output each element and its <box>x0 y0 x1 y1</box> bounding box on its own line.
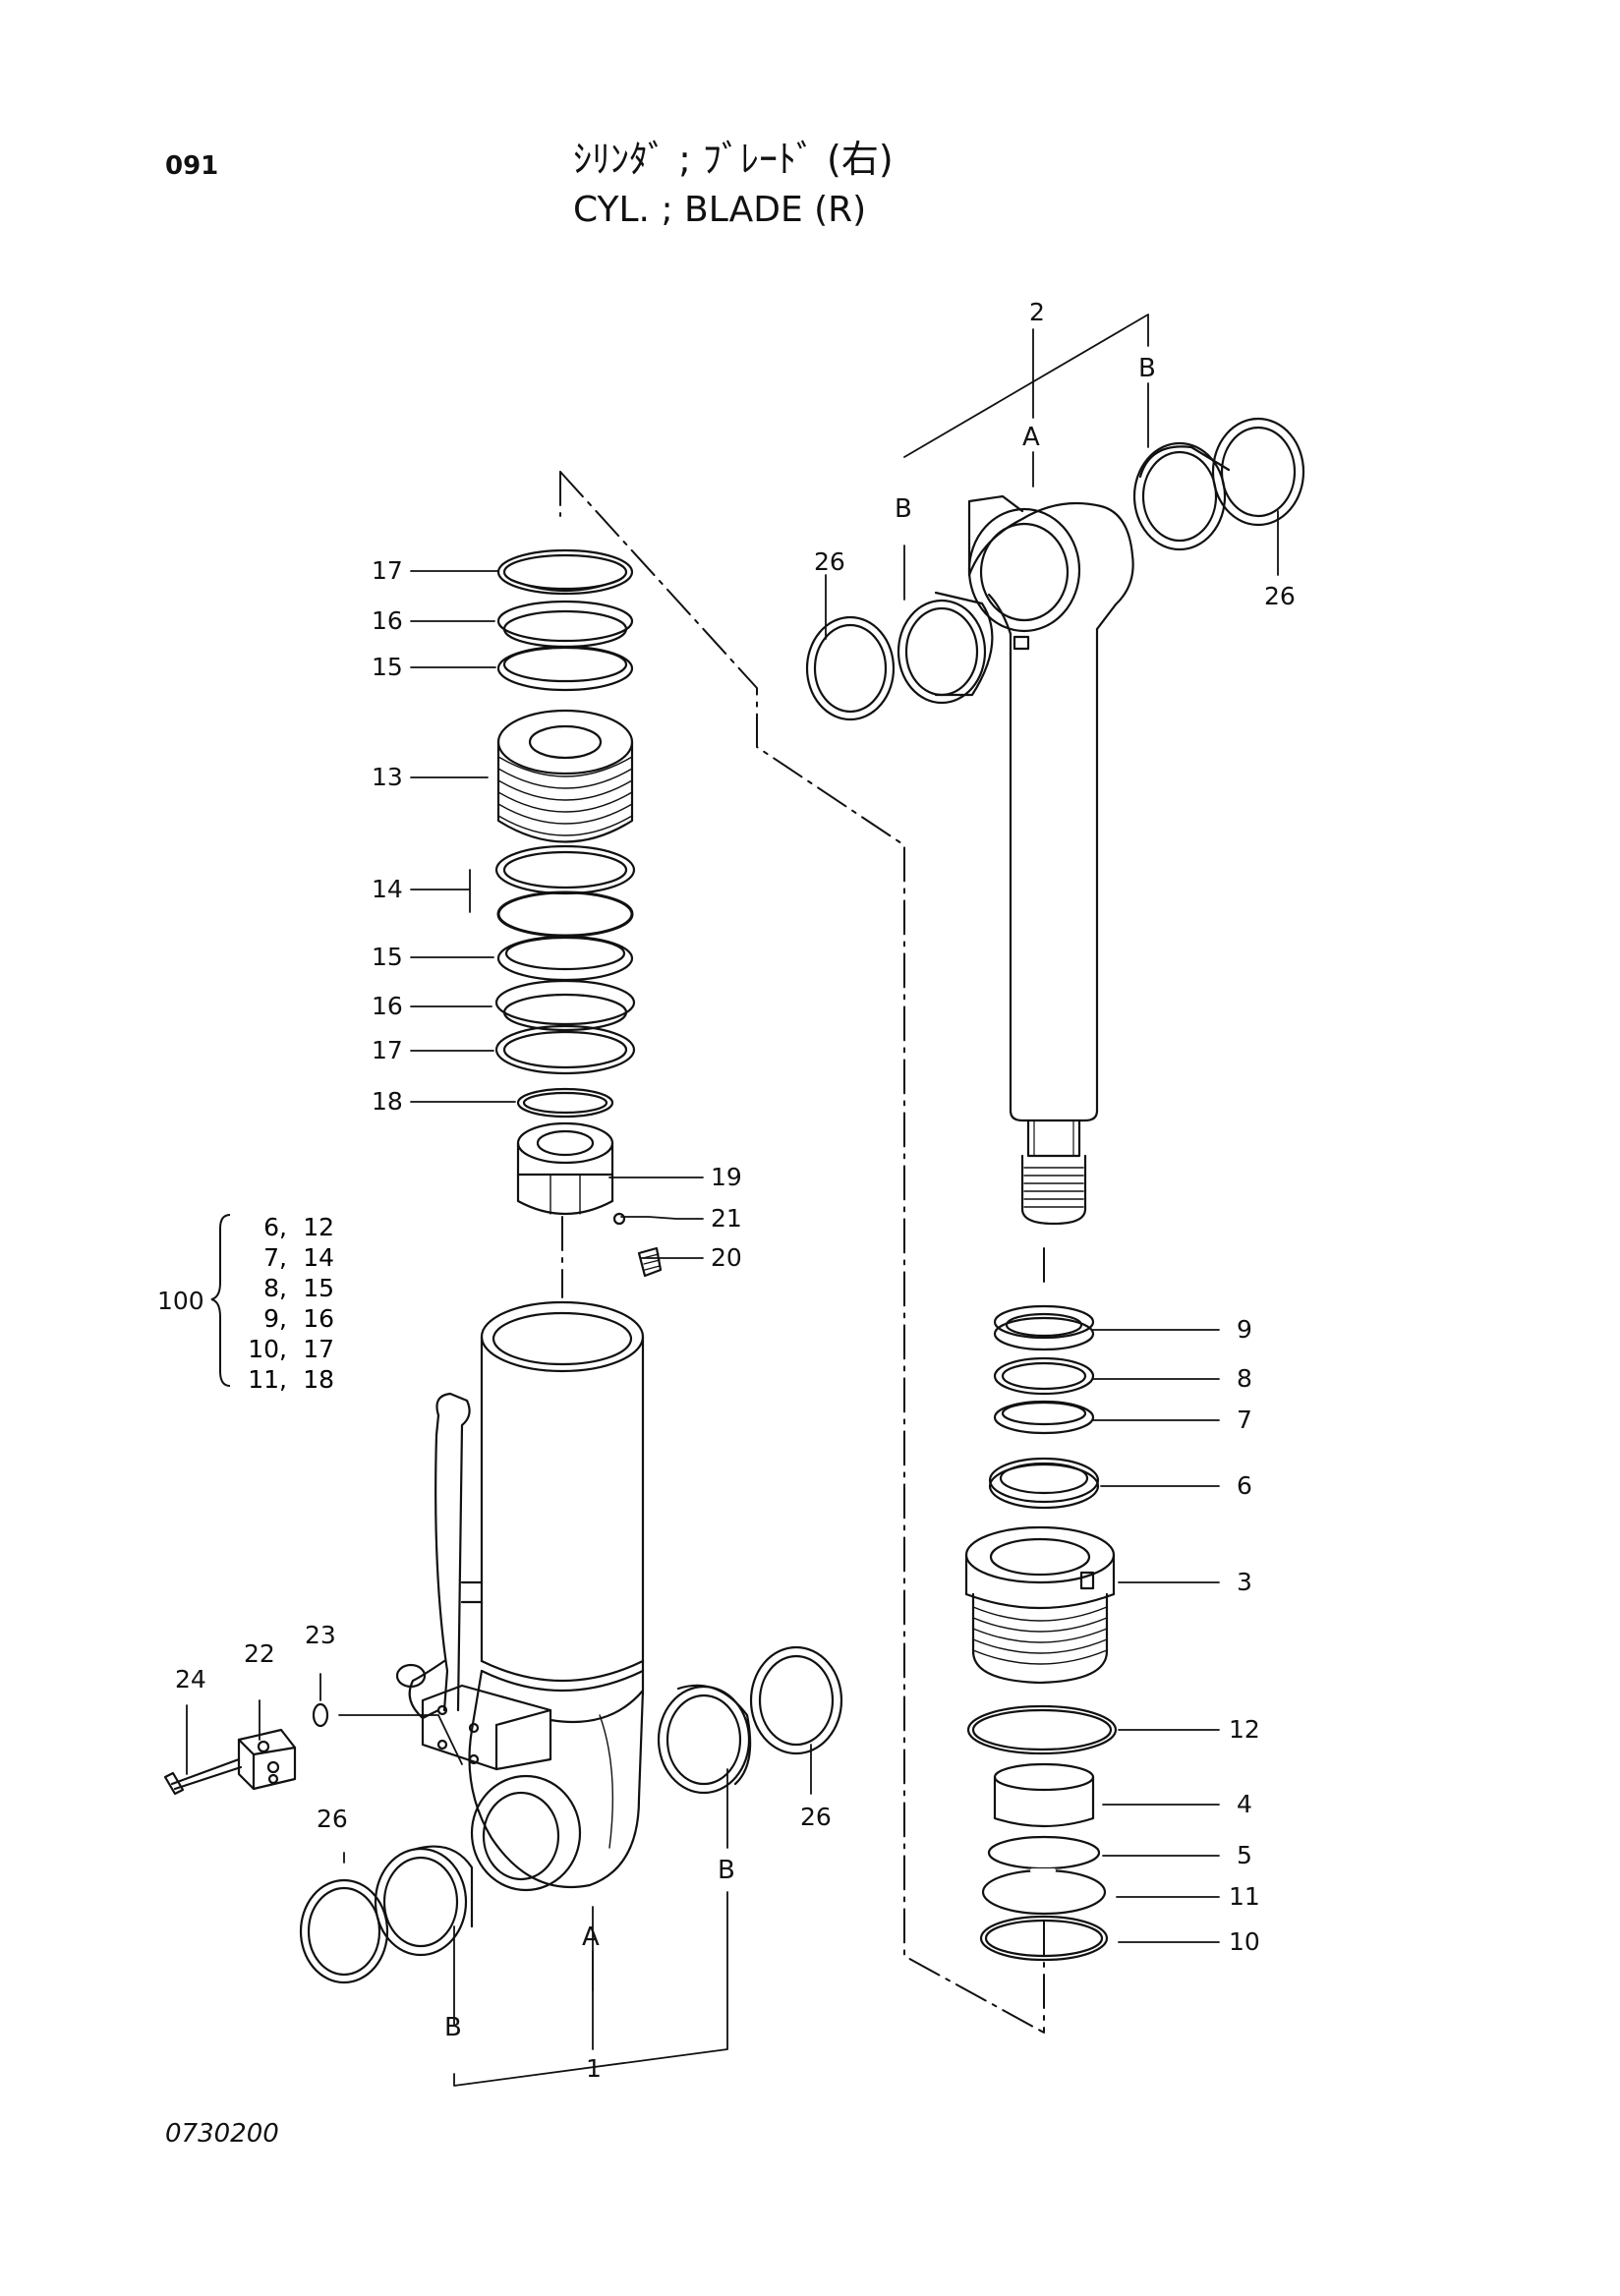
callout-6: 6 <box>1237 1471 1252 1500</box>
callout-8: 8 <box>1237 1364 1252 1393</box>
letter-tube-b-right: B <box>718 1856 735 1885</box>
seal-kit-row: 10,17 <box>248 1335 334 1363</box>
callout-3: 3 <box>1237 1568 1252 1596</box>
assembly-phantom-lines <box>559 471 1045 2034</box>
callout-14: 14 <box>372 875 403 903</box>
seal-kit-number: 100 <box>157 1287 204 1315</box>
callout-26: 26 <box>800 1803 832 1831</box>
drawing-number: 0730200 <box>165 2119 279 2149</box>
letter-tube-a: A <box>582 1923 600 1952</box>
callout-5: 5 <box>1237 1841 1252 1869</box>
title-japanese: ｼﾘﾝﾀﾞ ; ﾌﾞﾚｰﾄﾞ (右) <box>573 138 894 181</box>
callout-26: 26 <box>317 1805 348 1833</box>
leader-lines <box>186 314 1279 2087</box>
seal-kit-row: 8,15 <box>263 1274 334 1302</box>
callout-16: 16 <box>372 992 403 1020</box>
callout-13: 13 <box>372 763 403 791</box>
callout-17: 17 <box>372 1036 403 1064</box>
callout-24: 24 <box>175 1665 206 1693</box>
port-fitting-parts <box>163 1702 329 1796</box>
callout-1: 1 <box>586 2054 602 2083</box>
callout-2: 2 <box>1029 298 1045 326</box>
callout-19: 19 <box>711 1163 742 1191</box>
letter-rod-a: A <box>1022 423 1040 452</box>
page-number: 091 <box>165 151 219 181</box>
callout-20: 20 <box>711 1243 742 1272</box>
seal-kit-row: 6,12 <box>263 1213 334 1241</box>
callout-4: 4 <box>1237 1790 1252 1818</box>
piston-rod <box>967 494 1134 1226</box>
cylinder-tube <box>395 1300 645 1892</box>
letter-rod-b-right: B <box>1138 354 1156 383</box>
callout-23: 23 <box>305 1621 336 1649</box>
callout-26: 26 <box>1264 582 1296 610</box>
callout-16: 16 <box>372 606 403 635</box>
callout-22: 22 <box>244 1639 275 1668</box>
callout-18: 18 <box>372 1087 403 1116</box>
letter-rod-b-left: B <box>895 494 912 524</box>
letter-tube-b-left: B <box>444 2013 462 2042</box>
seal-kit-row: 9,16 <box>263 1304 334 1333</box>
tube-bushings <box>299 1645 843 1984</box>
rod-packing-stack <box>964 1304 1118 1962</box>
callout-15: 15 <box>372 653 403 681</box>
callout-11: 11 <box>1229 1882 1260 1911</box>
seal-kit-row: 7,14 <box>263 1243 334 1272</box>
seal-kit-row: 11,18 <box>248 1365 334 1394</box>
callout-10: 10 <box>1229 1927 1260 1956</box>
title-english: CYL. ; BLADE (R) <box>573 190 867 230</box>
piston-stack <box>494 548 663 1278</box>
callout-7: 7 <box>1237 1406 1252 1434</box>
callout-21: 21 <box>711 1204 742 1233</box>
callout-9: 9 <box>1237 1315 1252 1344</box>
callout-15: 15 <box>372 943 403 971</box>
callout-17: 17 <box>372 556 403 585</box>
callout-12: 12 <box>1229 1715 1260 1744</box>
callout-26: 26 <box>814 547 845 576</box>
rod-bushings <box>805 417 1305 721</box>
